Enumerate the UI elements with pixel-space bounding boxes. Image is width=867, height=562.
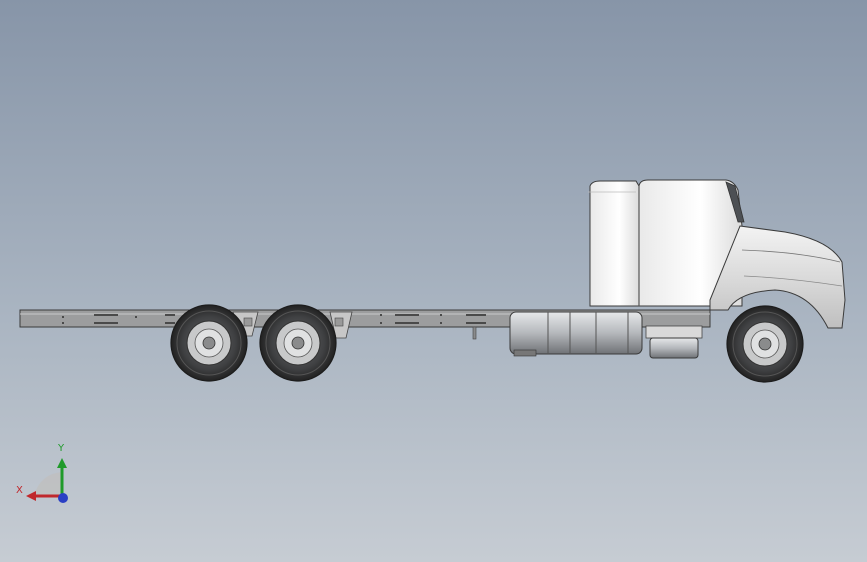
fuel-tank: [509, 311, 643, 357]
rear-wheel-1: [170, 304, 248, 382]
triad-graphic: [26, 458, 68, 503]
y-axis-label: Y: [58, 443, 65, 454]
x-axis-label: X: [16, 485, 23, 496]
frame-bracket: [472, 326, 477, 340]
axis-triad: X Y: [12, 440, 82, 510]
step-box: [645, 325, 703, 359]
front-wheel: [726, 305, 804, 383]
rear-wheel-2: [259, 304, 337, 382]
truck-cab: [588, 179, 745, 307]
truck-hood: [709, 225, 846, 329]
